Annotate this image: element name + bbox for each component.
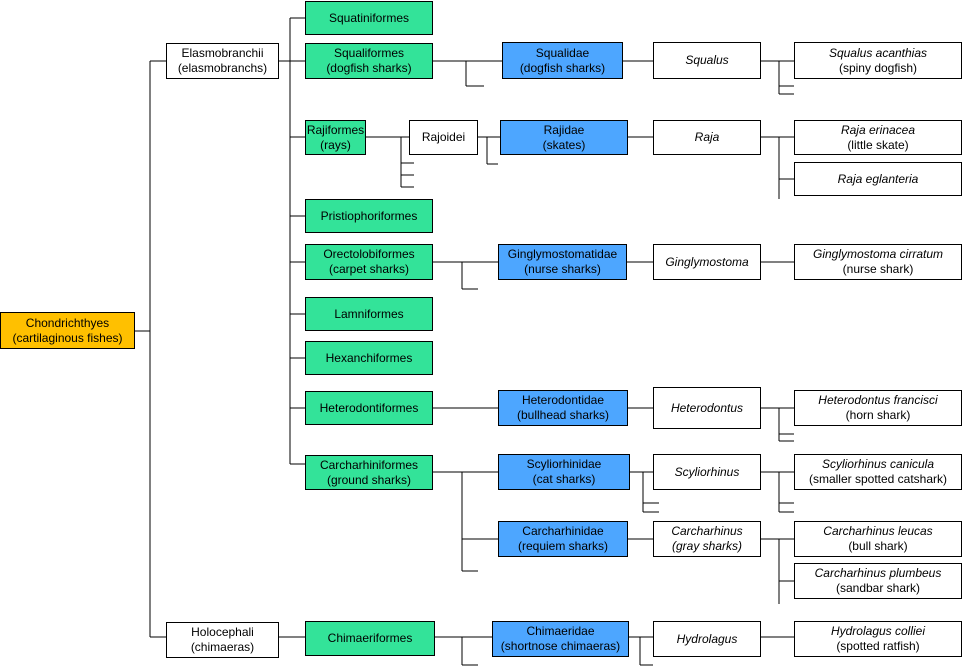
node-scyliorhinus-canicula: Scyliorhinus canicula (smaller spotted c… [794, 454, 962, 490]
node-hydrolagus: Hydrolagus [653, 621, 761, 657]
node-hydrolagus-colliei: Hydrolagus colliei (spotted ratfish) [794, 621, 962, 657]
node-carcharhinus: Carcharhinus (gray sharks) [653, 521, 761, 557]
node-rajoidei: Rajoidei [409, 120, 478, 155]
node-sublabel: (ground sharks) [326, 472, 412, 487]
node-sublabel: (shortnose chimaeras) [500, 639, 621, 653]
node-label: Scyliorhinidae [526, 457, 602, 471]
node-carcharhinus-plumbeus: Carcharhinus plumbeus (sandbar shark) [794, 563, 962, 599]
node-label: Squaliformes [333, 46, 405, 60]
node-ginglymostomatidae: Ginglymostomatidae (nurse sharks) [498, 244, 627, 280]
node-label: Raja erinacea [840, 122, 916, 137]
node-label: Hydrolagus [676, 631, 738, 646]
node-ginglymostoma-cirratum: Ginglymostoma cirratum (nurse shark) [794, 244, 962, 280]
node-heterodontidae: Heterodontidae (bullhead sharks) [498, 390, 628, 426]
node-label: Holocephali [191, 625, 254, 639]
node-label: Raja eglanteria [837, 171, 919, 186]
node-label: Carcharhinus leucas [823, 524, 933, 538]
node-carcharhinus-leucas: Carcharhinus leucas (bull shark) [794, 521, 962, 557]
node-label: Scyliorhinus [674, 464, 740, 479]
node-sublabel: (elasmobranchs) [177, 61, 268, 75]
node-squalidae: Squalidae (dogfish sharks) [502, 42, 623, 79]
node-squalus-acanthias: Squalus acanthias (spiny dogfish) [794, 42, 962, 79]
node-heterodontiformes: Heterodontiformes [305, 391, 433, 425]
node-sublabel: (spiny dogfish) [838, 60, 918, 75]
node-hexanchiformes: Hexanchiformes [305, 341, 433, 375]
node-chondrichthyes: Chondrichthyes (cartilaginous fishes) [0, 312, 135, 349]
node-sublabel: (skates) [542, 137, 586, 152]
node-label: Lamniformes [334, 306, 404, 321]
node-sublabel: (requiem sharks) [517, 539, 609, 553]
node-scyliorhinus: Scyliorhinus [653, 454, 761, 490]
node-carcharhiniformes: Carcharhiniformes (ground sharks) [305, 455, 433, 490]
node-sublabel: (nurse sharks) [524, 262, 601, 276]
node-label: Ginglymostomatidae [507, 247, 618, 261]
node-label: Chimaeriformes [327, 631, 413, 645]
node-label: Chondrichthyes [25, 315, 110, 330]
node-label: Heterodontus [670, 400, 744, 415]
node-label: Rajoidei [421, 130, 466, 144]
node-rajidae: Rajidae (skates) [500, 120, 628, 155]
node-label: Squalidae [535, 45, 590, 60]
node-sublabel: (cat sharks) [532, 472, 596, 486]
node-sublabel: (little skate) [847, 137, 909, 152]
node-sublabel: (bull shark) [848, 539, 908, 553]
node-sublabel: (chimaeras) [190, 640, 255, 654]
node-sublabel: (cartilaginous fishes) [12, 330, 123, 345]
node-sublabel: (dogfish sharks) [326, 61, 412, 75]
node-label: Heterodontidae [521, 393, 605, 407]
node-label: Carcharhinidae [522, 524, 604, 538]
node-heterodontus: Heterodontus [653, 387, 761, 429]
node-scyliorhinidae: Scyliorhinidae (cat sharks) [498, 454, 630, 490]
node-label: Hydrolagus colliei [830, 624, 926, 638]
node-label: Rajidae [543, 122, 585, 137]
node-label: Ginglymostoma cirratum [812, 247, 944, 261]
node-squalus: Squalus [653, 42, 761, 79]
node-raja-eglanteria: Raja eglanteria [794, 162, 962, 196]
node-sublabel: (gray sharks) [671, 539, 742, 553]
node-sublabel: (dogfish sharks) [519, 60, 606, 75]
node-label: Hexanchiformes [325, 350, 413, 365]
node-label: Squalus [685, 53, 729, 67]
node-sublabel: (sandbar shark) [835, 581, 921, 595]
node-sublabel: (horn shark) [845, 408, 911, 422]
node-chimaeridae: Chimaeridae (shortnose chimaeras) [492, 621, 629, 657]
node-pristiophoriformes: Pristiophoriformes [305, 199, 433, 233]
node-label: Carcharhiniformes [319, 457, 419, 472]
node-label: Elasmobranchii [181, 46, 264, 60]
node-sublabel: (smaller spotted catshark) [808, 472, 948, 486]
node-label: Pristiophoriformes [320, 208, 418, 223]
node-sublabel: (nurse shark) [842, 262, 914, 276]
node-label: Heterodontus francisci [818, 393, 938, 407]
node-holocephali: Holocephali (chimaeras) [166, 622, 279, 658]
node-raja: Raja [653, 120, 761, 155]
node-label: Orectolobiformes [323, 247, 415, 261]
node-label: Carcharhinus plumbeus [814, 566, 942, 580]
node-heterodontus-francisci: Heterodontus francisci (horn shark) [794, 390, 962, 426]
node-orectolobiformes: Orectolobiformes (carpet sharks) [305, 244, 433, 280]
node-sublabel: (carpet sharks) [328, 262, 410, 276]
node-label: Carcharhinus [671, 524, 743, 538]
node-squatiniformes: Squatiniformes [305, 1, 433, 35]
node-label: Squatiniformes [328, 10, 410, 25]
node-label: Rajiformes [306, 122, 365, 137]
node-label: Raja [694, 130, 720, 144]
node-sublabel: (bullhead sharks) [516, 408, 610, 422]
node-label: Scyliorhinus canicula [821, 457, 935, 471]
node-label: Heterodontiformes [319, 400, 419, 415]
node-squaliformes: Squaliformes (dogfish sharks) [305, 43, 433, 79]
node-label: Ginglymostoma [665, 254, 749, 269]
node-sublabel: (spotted ratfish) [836, 639, 920, 653]
node-carcharhinidae: Carcharhinidae (requiem sharks) [498, 521, 628, 557]
node-label: Chimaeridae [526, 624, 595, 638]
node-label: Squalus acanthias [828, 45, 928, 60]
node-chimaeriformes: Chimaeriformes [305, 621, 435, 656]
node-lamniformes: Lamniformes [305, 297, 433, 331]
node-raja-erinacea: Raja erinacea (little skate) [794, 120, 962, 155]
node-elasmobranchii: Elasmobranchii (elasmobranchs) [166, 43, 279, 79]
node-ginglymostoma: Ginglymostoma [653, 244, 761, 280]
node-rajiformes: Rajiformes (rays) [305, 120, 366, 155]
node-sublabel: (rays) [320, 137, 351, 152]
